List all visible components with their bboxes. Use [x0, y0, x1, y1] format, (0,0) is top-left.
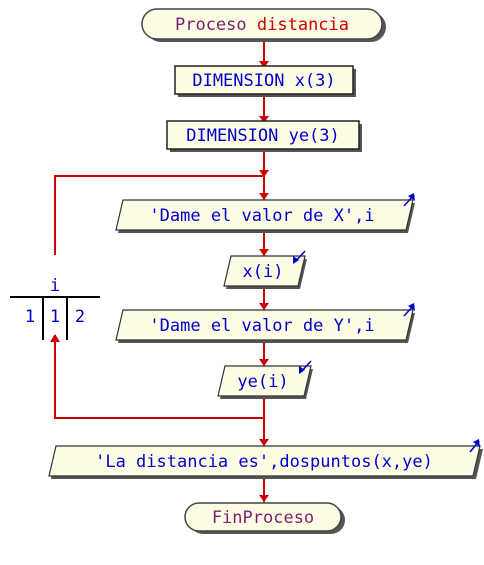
process-name: distancia: [257, 15, 349, 35]
start-keyword: Proceso: [175, 15, 247, 35]
write-result-output: 'La distancia es',dospuntos(x,ye): [48, 439, 483, 479]
write-x-text: 'Dame el valor de X',i: [149, 206, 374, 226]
dimension-ye-text: DIMENSION ye(3): [186, 126, 340, 146]
dimension-x-text: DIMENSION x(3): [192, 71, 335, 91]
read-ye-text: ye(i): [237, 372, 288, 392]
dimension-ye-box: DIMENSION ye(3): [166, 120, 362, 152]
loop-start: 1: [25, 307, 35, 327]
svg-text:Proceso distancia: Proceso distancia: [175, 15, 349, 35]
end-terminator: FinProceso: [184, 502, 345, 534]
loop-end: 2: [75, 307, 85, 327]
loop-variable: i: [50, 276, 60, 296]
write-y-text: 'Dame el valor de Y',i: [149, 316, 374, 336]
end-text: FinProceso: [212, 508, 314, 528]
dimension-x-box: DIMENSION x(3): [174, 65, 356, 97]
read-ye-input: ye(i): [217, 360, 313, 399]
start-terminator: Proceso distancia: [141, 8, 386, 42]
read-x-input: x(i): [223, 250, 307, 289]
read-x-text: x(i): [243, 262, 284, 282]
write-y-output: 'Dame el valor de Y',i: [115, 303, 415, 343]
for-loop-symbol: i 1 1 2: [10, 276, 100, 340]
write-x-output: 'Dame el valor de X',i: [115, 193, 415, 233]
loop-step: 1: [50, 307, 60, 327]
flow-lines: [50, 40, 269, 502]
write-result-text: 'La distancia es',dospuntos(x,ye): [95, 452, 433, 472]
